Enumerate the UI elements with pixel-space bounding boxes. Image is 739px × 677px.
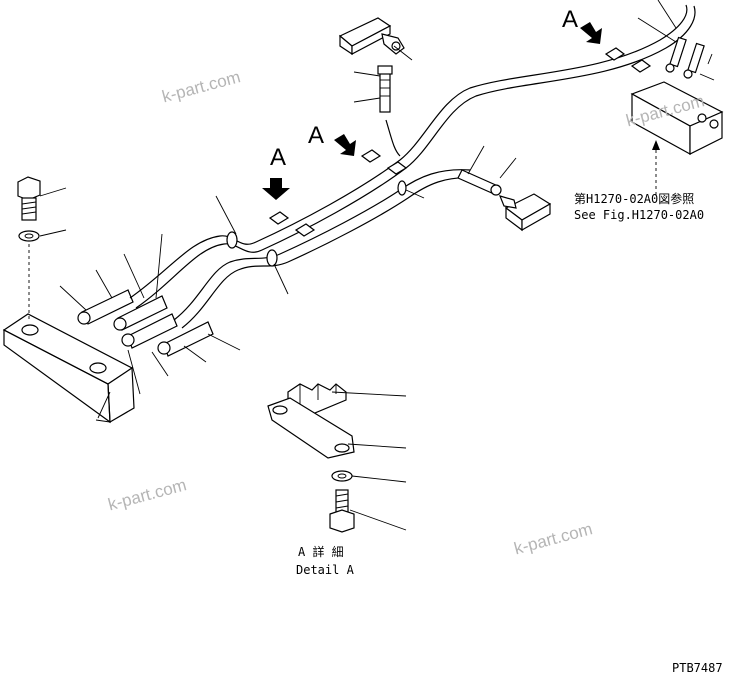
leader-lines (39, 0, 715, 531)
top-connector (338, 17, 405, 113)
hose-fittings (77, 289, 214, 357)
detail-title-jp: A 詳 細 (298, 545, 344, 559)
reference-note-jp: 第H1270-02A0図参照 (574, 192, 695, 206)
bolt-left (17, 176, 41, 322)
view-label-a-left: A (270, 144, 287, 171)
view-label-a-middle: A (308, 122, 325, 149)
view-arrow-top-right (580, 22, 602, 44)
mounting-bracket (2, 313, 135, 424)
drawing-number: PTB7487 (672, 661, 723, 675)
view-arrow-left (262, 178, 290, 200)
detail-title-en: Detail A (296, 563, 354, 577)
hose-run (129, 4, 696, 329)
switch-assembly (630, 36, 724, 196)
reference-note-en: See Fig.H1270-02A0 (574, 208, 705, 222)
view-arrow-middle (334, 134, 356, 156)
right-middle-connector (457, 169, 552, 232)
view-label-a-top-right: A (562, 6, 579, 33)
detail-a-drawing (267, 383, 355, 533)
harness-clips (268, 47, 652, 237)
